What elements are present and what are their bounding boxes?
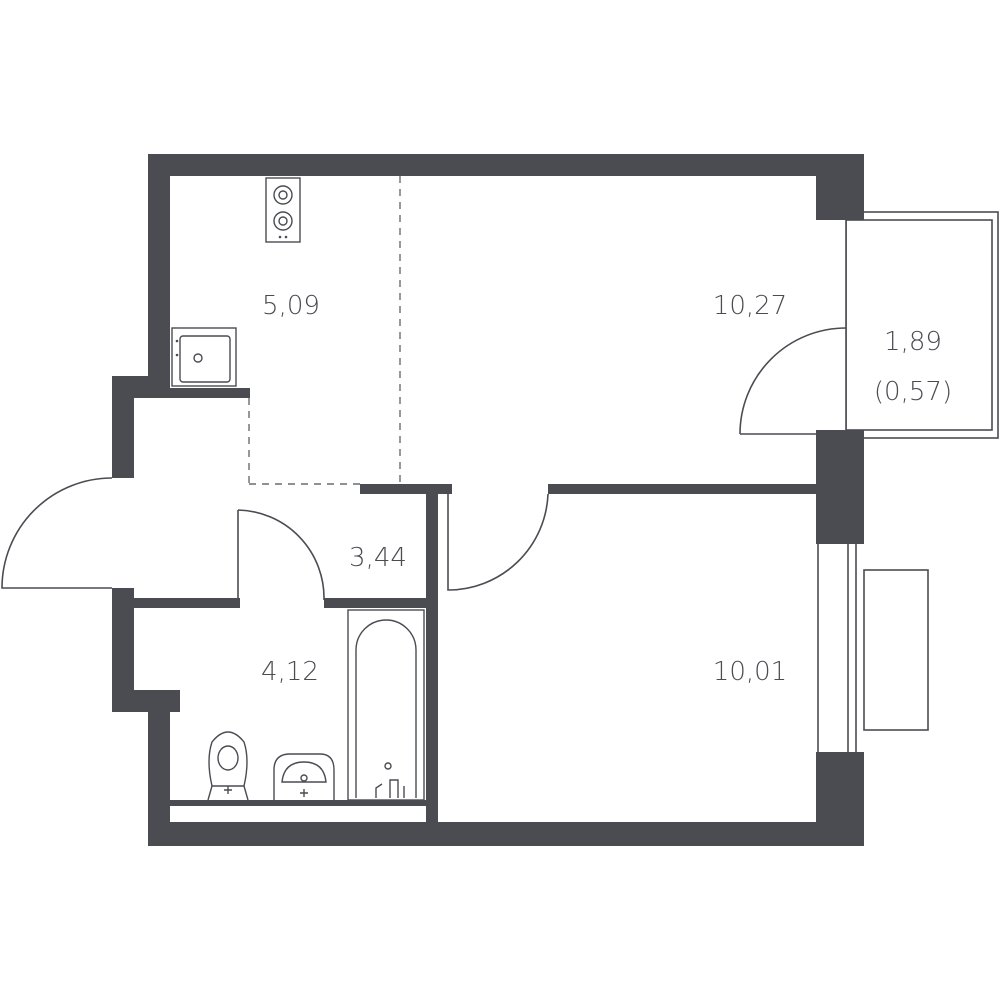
bedroom-window [816,544,929,752]
entrance-door-swing [1,477,113,589]
stove-icon [265,177,301,243]
bathtub-icon [347,609,425,801]
left-upper-wall [148,154,170,398]
balcony-area-label: 1,89 [884,327,942,357]
bathroom-bottom-ledge [170,800,428,806]
kitchen-counter-wall [170,388,250,398]
window-sill-outside [863,569,929,731]
zone-boundaries [248,176,401,485]
left-lower-wall [148,690,170,846]
right-top-wall [816,154,838,220]
bottom-wall [148,822,840,846]
balcony [816,211,999,439]
bedroom-door-swing [447,493,549,591]
right-top-pier [838,154,864,220]
bathroom-area-label: 4,12 [261,657,319,687]
entry-lower-wall [112,588,134,712]
bathroom-door-swing [237,509,325,601]
exterior-walls [112,154,864,846]
balcony-opening [816,220,846,430]
area-labels: 5,09 10,27 1,89 (0,57) 3,44 4,12 10,01 [261,291,952,687]
washbasin-icon [273,753,335,800]
balcony-door-swing [739,327,847,435]
hallway-area-label: 3,44 [349,543,407,573]
right-bottom-pier [816,752,864,846]
bath-partition-wall [426,484,438,824]
right-middle-pier [816,430,864,544]
top-wall [148,154,838,176]
kitchen-area-label: 5,09 [262,291,320,321]
bathroom-top-wall-left [134,598,240,608]
bedroom-area-label: 10,01 [713,657,787,687]
interior-walls [134,388,816,824]
hall-wall-top [360,484,452,494]
entry-upper-wall [112,376,134,478]
toilet-icon [207,731,249,801]
bedroom-top-wall [548,484,816,494]
doors [1,327,847,601]
living-area-label: 10,27 [713,291,787,321]
balcony-reduced-area-label: (0,57) [874,377,952,407]
bathroom-top-wall-right [324,598,428,608]
kitchen-sink-icon [171,327,237,387]
